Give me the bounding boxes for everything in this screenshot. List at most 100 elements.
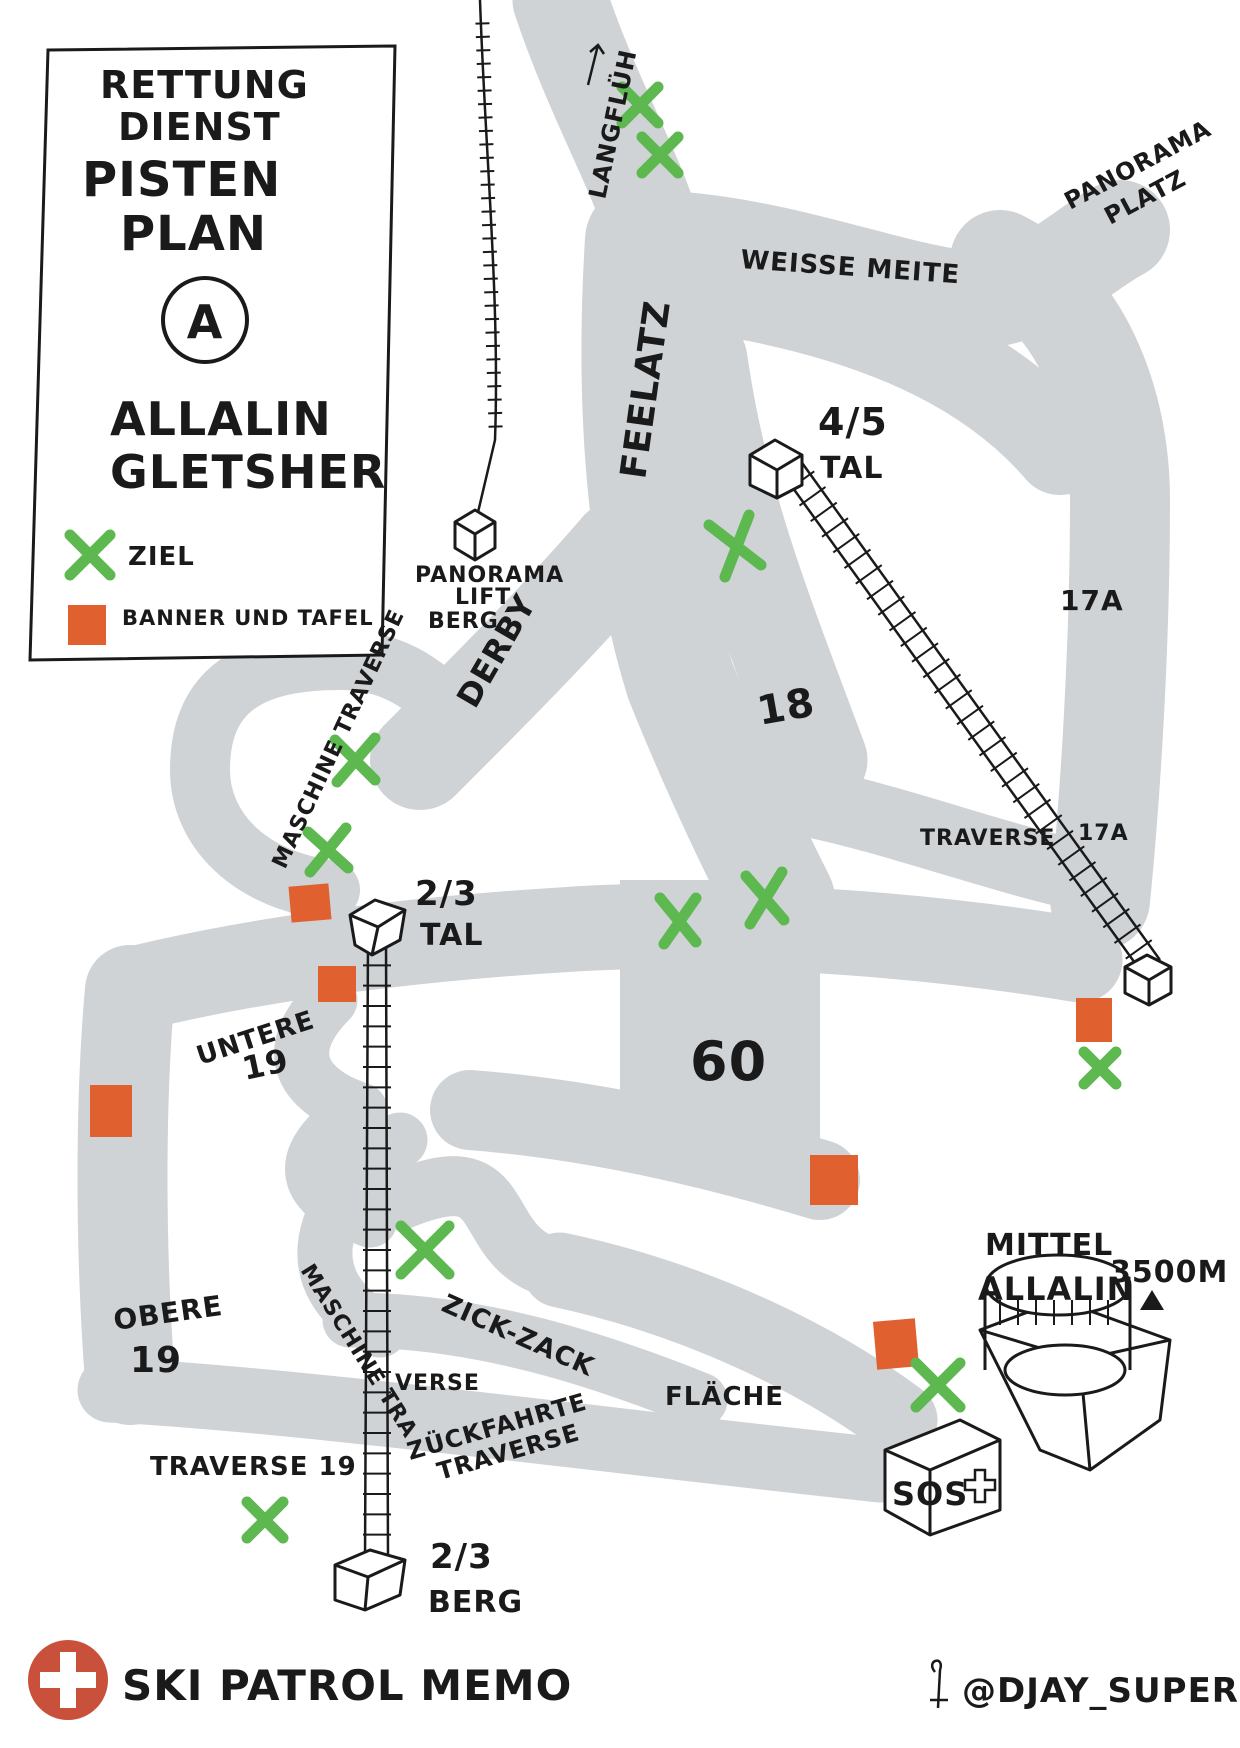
panorama-lift-ticks [475, 22, 503, 428]
cable-tick [810, 501, 838, 523]
piste-flache [522, 1232, 938, 1458]
piste-traverse-19 [77, 1357, 913, 1503]
label-2-3-tal-num: 2/3 [415, 874, 478, 914]
lift-2-3-ticks [363, 964, 391, 1536]
legend-box [28, 44, 397, 662]
piste-obere-19 [77, 945, 175, 1425]
legend-ziel-label: ZIEL [128, 542, 195, 572]
cable-tick [866, 579, 894, 601]
piste-maschine-traverse-loop [170, 630, 490, 920]
piste-traverse [765, 765, 1135, 915]
cable-tick [1035, 814, 1063, 835]
cable-tick [843, 548, 872, 569]
panorama-lift-station-icon [453, 508, 497, 562]
cable-tick [877, 595, 905, 616]
legend-title-line-2: DIENST [118, 105, 281, 149]
mittel-allalin-station: SOS [883, 1253, 1172, 1537]
cable-tick [967, 720, 995, 741]
summit-triangle-icon [1140, 1290, 1164, 1310]
banner-icon [318, 966, 356, 1002]
banner-icon [90, 1085, 132, 1137]
label-4-5: 4/5 [818, 400, 888, 444]
footer: SKI PATROL MEMO @DJAY_SUPER [28, 1640, 1239, 1720]
ziel-icon [1078, 1046, 1122, 1090]
cable-tick [832, 532, 860, 554]
cable-tick [1080, 876, 1108, 898]
lift-4-5-berg-station-icon [1123, 953, 1173, 1007]
banner-icon [810, 1155, 858, 1205]
ziel-icon [636, 131, 684, 179]
plan-letter-circle [161, 276, 249, 364]
ziel-icon [241, 1496, 289, 1544]
label-altitude: 3500M [1110, 1255, 1228, 1290]
cable-tick [922, 657, 950, 679]
footer-handle: @DJAY_SUPER [962, 1671, 1239, 1711]
label-panorama-lift-1: PANORAMA [415, 563, 564, 588]
label-obere-19-2: 19 [130, 1340, 182, 1381]
label-17a-top: 17A [1060, 584, 1124, 617]
label-flache: FLÄCHE [665, 1380, 784, 1412]
label-traverse-19: TRAVERSE 19 [150, 1452, 357, 1482]
artist-signature-icon [930, 1659, 948, 1709]
station-tower-windows [999, 1300, 1109, 1325]
legend-title-line-4: PLAN [120, 206, 267, 262]
station-dome [1003, 1343, 1127, 1397]
legend-banner-icon [68, 605, 106, 645]
label-traverse: TRAVERSE [920, 826, 1055, 851]
lift-2-3-berg-station-icon [333, 1548, 407, 1612]
sos-label: SOS [892, 1475, 968, 1513]
langfluh-arrow-icon [586, 43, 606, 86]
banners [90, 883, 1112, 1370]
cable-tick [1001, 767, 1029, 788]
panorama-lift-cable [473, 0, 498, 526]
lift-4-5-cable-a [778, 469, 1142, 971]
cable-tick [945, 689, 973, 710]
cable-tick [821, 517, 849, 538]
label-2-3-tal: TAL [420, 918, 483, 953]
cable-tick [1091, 892, 1119, 913]
cable-tick [978, 736, 1007, 757]
banner-icon [288, 883, 332, 923]
panorama-lift [453, 0, 503, 562]
cable-tick [900, 626, 928, 648]
label-2-3-berg-num: 2/3 [430, 1537, 493, 1577]
label-4-5-tal: TAL [820, 451, 883, 486]
cable-tick [956, 704, 984, 726]
lift-2-3 [333, 898, 407, 1612]
label-2-3-berg: BERG [428, 1585, 523, 1620]
label-mittel-allalin-1: MITTEL [985, 1228, 1113, 1263]
banner-icon [1076, 998, 1112, 1042]
cable-tick [855, 564, 883, 585]
legend-title-line-3: PISTEN [82, 152, 281, 208]
ziel-icon [616, 81, 664, 129]
banner-icon [872, 1318, 920, 1370]
cable-tick [1046, 829, 1074, 851]
label-60: 60 [690, 1030, 767, 1093]
cable-tick [990, 751, 1018, 773]
ziel-icon [910, 1357, 966, 1413]
ziel-icon [740, 866, 790, 930]
cable-tick [1125, 939, 1153, 960]
piste-17a [950, 210, 1170, 950]
piste-middle-band [87, 883, 1123, 1033]
cable-tick [888, 611, 917, 632]
legend-area-line-2: GLETSHER [110, 445, 386, 499]
ziel-icon [329, 732, 381, 788]
cable-tick [1012, 782, 1040, 804]
piste-lower-connector [430, 1070, 860, 1220]
footer-brand: SKI PATROL MEMO [122, 1661, 572, 1710]
cable-tick [911, 642, 939, 663]
ziel-icon [395, 1220, 455, 1280]
sos-hut-edges [884, 1438, 1001, 1535]
label-untere-19-2: 19 [239, 1041, 292, 1088]
cable-tick [1102, 907, 1130, 929]
label-mittel-allalin-2: ALLALIN [978, 1270, 1134, 1308]
lift-4-5-tal-station-icon [748, 438, 804, 500]
station-tower-top [984, 1253, 1132, 1317]
patrol-cross-icon [40, 1652, 96, 1708]
cable-tick [1068, 861, 1097, 882]
ziel-icon [302, 822, 354, 878]
lift-4-5-ticks [787, 470, 1153, 960]
cable-tick [1113, 923, 1142, 944]
